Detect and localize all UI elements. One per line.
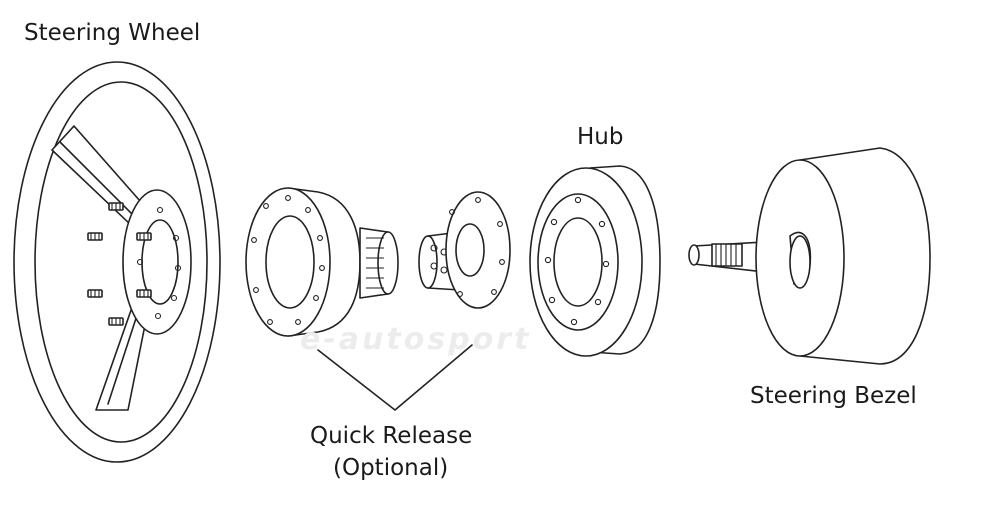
hub-drawing <box>529 165 661 357</box>
quick-release-flange-drawing <box>245 187 399 337</box>
label-steering-bezel: Steering Bezel <box>750 383 917 409</box>
label-quick-release: Quick Release <box>310 423 473 449</box>
hub-bore <box>553 217 603 307</box>
label-hub: Hub <box>577 124 624 150</box>
steering-wheel-drawing <box>13 61 221 463</box>
label-quick-release-optional: (Optional) <box>333 455 449 481</box>
plate-face <box>445 191 511 309</box>
flange-bore <box>265 215 315 309</box>
flange-face <box>245 187 331 337</box>
hub-face <box>529 167 643 357</box>
watermark: e-autosport <box>300 322 532 357</box>
wheel-bolt <box>87 289 103 298</box>
wheel-bolt <box>87 232 103 241</box>
wheel-bolt <box>136 289 152 298</box>
wheel-bolt <box>108 202 124 211</box>
quick-release-pointer <box>317 344 473 411</box>
wheel-inner-rim <box>34 81 208 443</box>
steering-bezel-drawing <box>755 147 931 365</box>
quick-release-plate-drawing <box>418 191 511 309</box>
label-steering-wheel: Steering Wheel <box>24 20 201 46</box>
wheel-center-plate <box>122 189 192 335</box>
wheel-bolt <box>136 232 152 241</box>
wheel-bolt <box>108 317 124 326</box>
